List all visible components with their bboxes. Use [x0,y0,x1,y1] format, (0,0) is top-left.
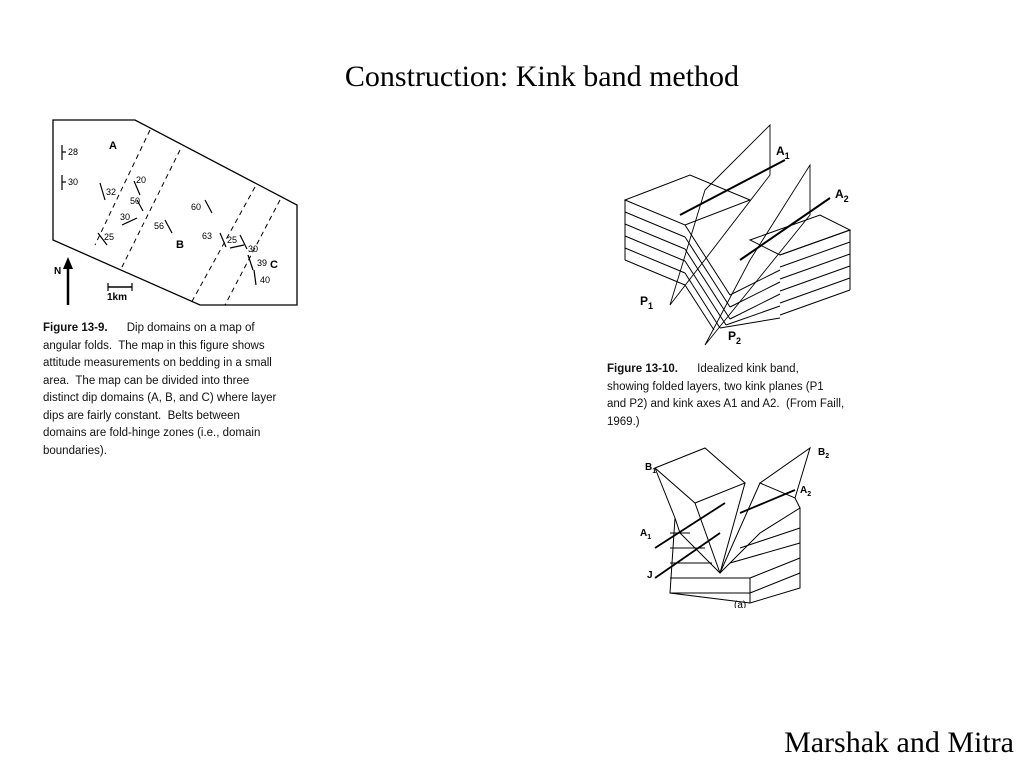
scale-label: 1km [107,292,127,303]
figure-13-9-caption: Figure 13-9. Dip domains on a map of ang… [43,320,313,460]
dip-value: 25 [227,235,237,245]
north-label: N [54,266,61,277]
slide-credit: Marshak and Mitra [784,726,1014,759]
figure-13-10-caption: Figure 13-10. Idealized kink band, showi… [607,361,872,431]
label-j: J [647,570,653,581]
dip-value: 28 [68,147,78,157]
caption-label: Figure 13-10. [607,363,678,375]
dip-value: 60 [191,202,201,212]
part-label: (a) [734,600,746,608]
label-a2: A2 [800,485,811,498]
dip-domain-map: A B C 28 30 32 20 50 30 25 56 60 63 25 3… [52,119,298,306]
dip-value: 39 [257,258,267,268]
label-a1: A1 [776,144,790,161]
dip-value: 40 [260,275,270,285]
domain-c-label: C [270,259,278,271]
domain-b-label: B [176,239,184,251]
caption-line: Dip domains on a map of [126,322,255,334]
scale-bar: 1km [107,283,133,303]
caption-line: boundaries). [43,444,107,457]
caption-line: dips are fairly constant. Belts between [43,409,240,422]
caption-line: Idealized kink band, [697,363,799,375]
caption-line: distinct dip domains (A, B, and C) where… [43,392,277,404]
domain-a-label: A [109,140,117,152]
dip-value: 56 [154,221,164,231]
slide-title: Construction: Kink band method [344,60,740,93]
caption-line: and P2) and kink axes A1 and A2. (From F… [607,398,845,410]
caption-line: angular folds. The map in this figure sh… [43,339,265,352]
dip-value: 30 [248,244,258,254]
label-p1: P1 [640,294,653,311]
caption-line: domains are fold-hinge zones (i.e., doma… [43,427,261,439]
label-b2: B2 [818,447,829,460]
caption-line: 1969.) [607,415,640,428]
label-a1: A1 [640,528,651,541]
strike-dip-symbols [61,145,257,286]
label-a2: A2 [835,187,849,204]
domain-boundaries [94,129,281,306]
caption-label: Figure 13-9. [43,322,108,334]
dip-value: 32 [106,187,116,197]
dip-value: 63 [202,231,212,241]
dip-value: 20 [136,175,146,185]
dip-value: 30 [120,212,130,222]
dip-value: 30 [68,177,78,187]
label-p2: P2 [728,329,741,346]
caption-line: attitude measurements on bedding in a sm… [43,357,272,369]
map-outline [52,119,298,306]
kink-band-diagram: A1 A2 P1 P2 [623,123,852,346]
dip-value: 25 [104,232,114,242]
chevron-fold-diagram: B1 B2 A1 A2 J (a) [640,446,829,608]
north-arrow-icon: N [54,257,73,305]
caption-line: showing folded layers, two kink planes (… [607,380,824,393]
caption-line: area. The map can be divided into three [43,374,250,387]
label-b1: B1 [645,462,656,475]
dip-value: 50 [130,196,140,206]
